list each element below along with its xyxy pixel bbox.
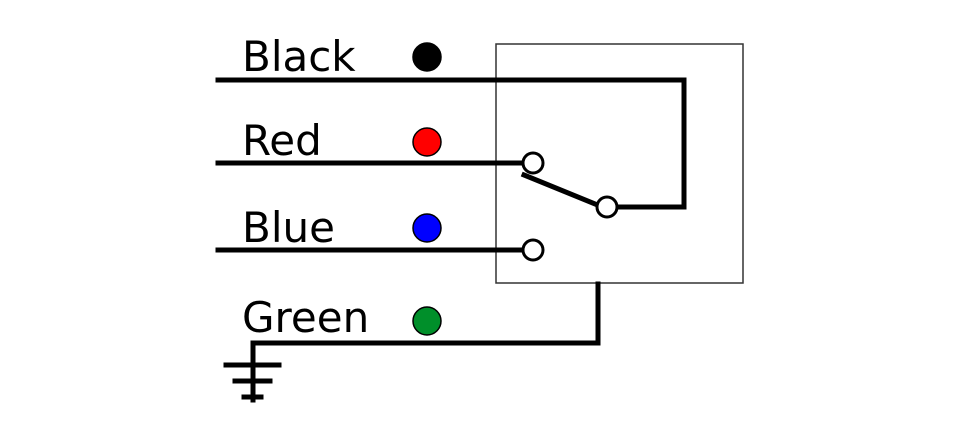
- wire-label-blue: Blue: [242, 203, 335, 252]
- wire-color-dot-black: [412, 42, 442, 72]
- wire-black: [215, 77, 687, 210]
- wire-label-green: Green: [242, 293, 369, 342]
- wire-color-dot-red: [412, 127, 442, 157]
- wire-color-dot-blue: [412, 213, 442, 243]
- wire-green: [250, 281, 601, 403]
- wire-label-red: Red: [242, 116, 322, 165]
- spdt-switch-icon: [520, 171, 604, 210]
- switch-terminal-upper: [521, 151, 545, 175]
- wire-color-dot-green: [412, 306, 442, 336]
- ground-icon: [223, 362, 282, 400]
- switch-terminal-common: [595, 195, 619, 219]
- wire-label-black: Black: [242, 32, 356, 81]
- switch-terminal-lower: [521, 238, 545, 262]
